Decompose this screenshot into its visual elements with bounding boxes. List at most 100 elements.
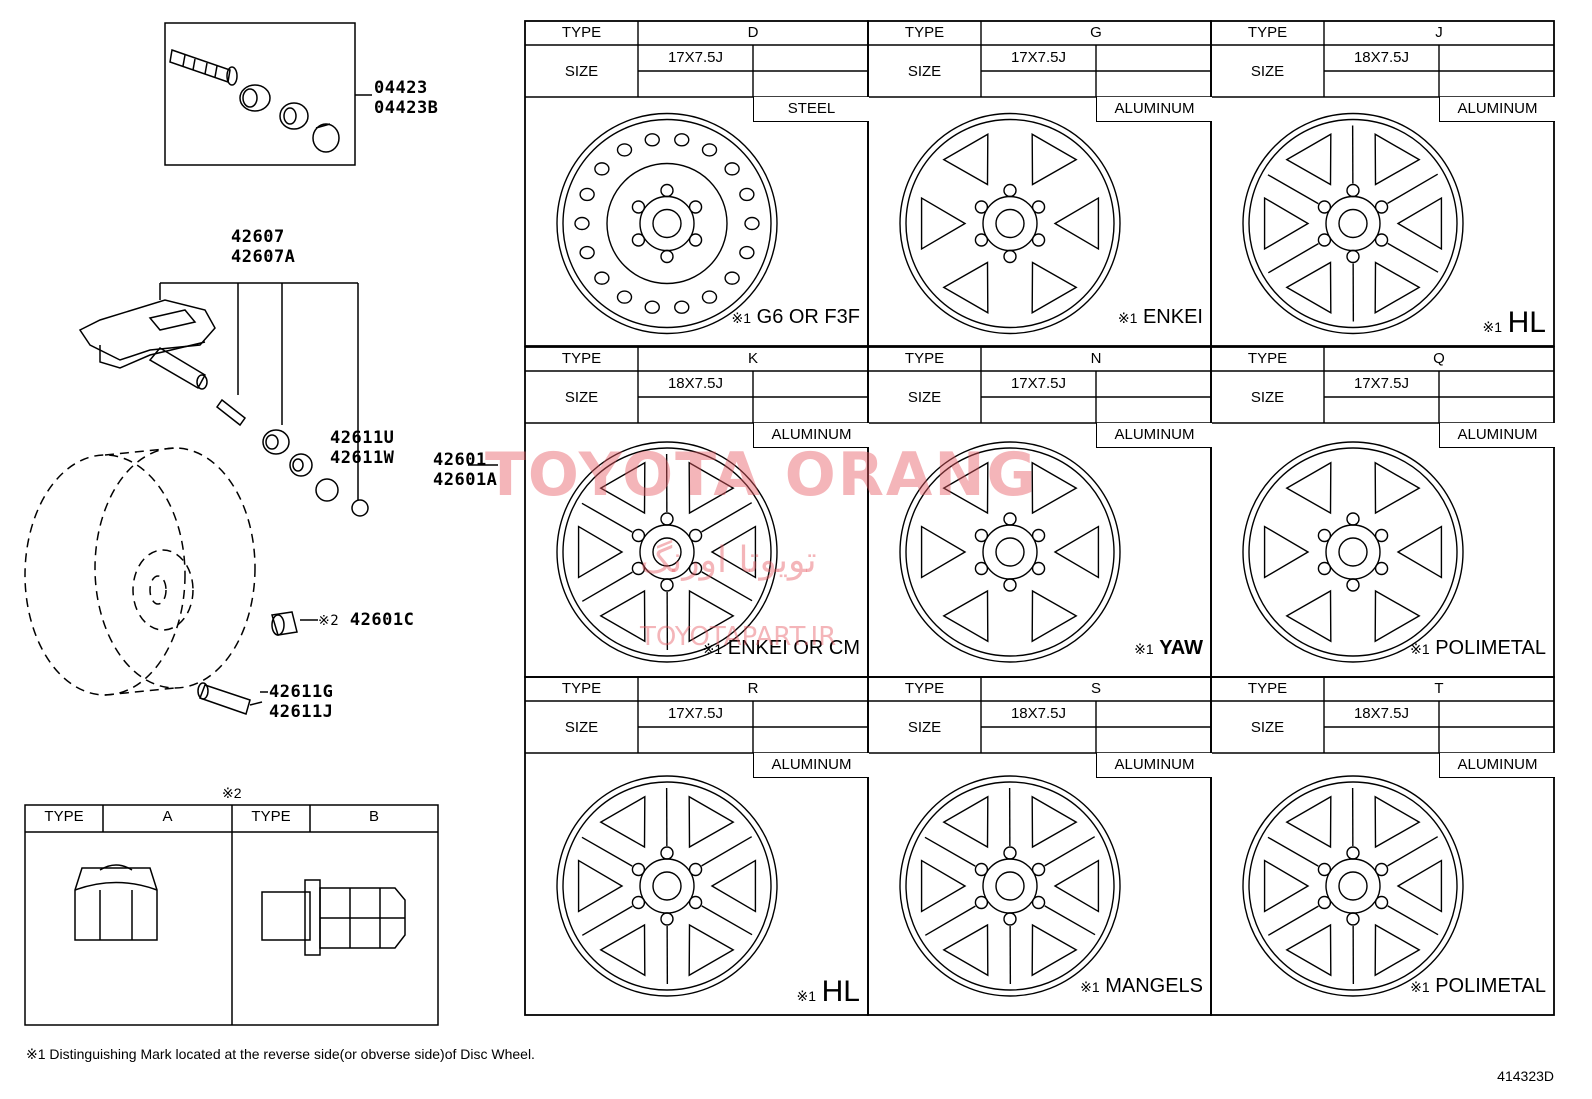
lug-hole (631, 233, 646, 247)
part-number: 42607 (231, 227, 285, 247)
mark-text: ENKEI OR CM (727, 637, 860, 659)
wheel-rim-inner (1248, 447, 1458, 657)
lug-hole (1346, 183, 1360, 198)
wheel-center-bore (652, 871, 682, 901)
spoke-window (599, 795, 646, 849)
type-label: TYPE (904, 350, 945, 367)
spoke-line (581, 836, 633, 867)
wheel-rim-inner (562, 118, 772, 329)
vent-hole (701, 290, 718, 304)
wheel-material: ALUMINUM (1096, 753, 1212, 778)
spoke-line (581, 502, 633, 533)
part-number: 42611U (330, 428, 395, 448)
disc-wheel-icon (899, 775, 1121, 997)
wheel-rim-inner (905, 781, 1115, 991)
wheel-center-bore (1338, 208, 1368, 239)
mark-text: G6 OR F3F (756, 306, 860, 328)
lug-hole (1003, 249, 1017, 264)
vent-hole (739, 245, 755, 260)
note-ref: ※1 (1117, 310, 1138, 326)
lug-hole (1031, 895, 1046, 910)
vent-hole (579, 187, 595, 202)
spoke-window (1263, 859, 1310, 913)
wheel-rim-inner (1248, 781, 1458, 991)
lug-hole (1346, 578, 1360, 592)
footnote: ※1 Distinguishing Mark located at the re… (26, 1046, 535, 1062)
lug-hole (1317, 528, 1332, 543)
lug-hole (1031, 200, 1046, 214)
wheel-size: 17X7.5J (1353, 375, 1410, 392)
spoke-window (1285, 461, 1332, 515)
spoke-window (942, 461, 989, 515)
lug-hole (974, 528, 989, 543)
distinguishing-mark: ※1 POLIMETAL (1410, 975, 1546, 998)
spoke-line (1387, 173, 1439, 204)
spoke-window (1396, 859, 1443, 913)
lug-hole (660, 578, 674, 592)
wheel-rim-inner (562, 781, 772, 991)
spoke-line (1044, 905, 1096, 936)
disc-wheel-icon (899, 112, 1121, 335)
type-label: TYPE (1247, 24, 1288, 41)
lug-hole (974, 862, 989, 877)
wheel-disc (606, 162, 728, 285)
wheel-hub (982, 524, 1038, 580)
spoke-window (1031, 461, 1078, 515)
note-ref: ※1 (796, 988, 817, 1004)
lug-hole (688, 895, 703, 910)
spoke-window (920, 196, 967, 251)
distinguishing-mark: ※1 POLIMETAL (1410, 637, 1546, 660)
wheel-material: STEEL (753, 97, 869, 122)
part-number-valve: 42611G 42611J (269, 682, 333, 722)
spoke-window (920, 859, 967, 913)
spoke-window (1053, 859, 1100, 913)
spoke-window (1374, 261, 1421, 315)
mark-text: MANGELS (1105, 975, 1203, 997)
wheel-size: 18X7.5J (1353, 49, 1410, 66)
disc-wheel-icon (556, 112, 778, 335)
spoke-window (688, 589, 735, 643)
size-label: SIZE (907, 719, 942, 736)
mark-text: ENKEI (1142, 306, 1203, 328)
wheel-type-code: N (1090, 350, 1102, 367)
wheel-material: ALUMINUM (1439, 753, 1555, 778)
mark-text: POLIMETAL (1435, 975, 1546, 997)
wheel-center-bore (1338, 871, 1368, 901)
wheel-cell-frame (1210, 20, 1555, 347)
spoke-window (599, 461, 646, 515)
mark-text: YAW (1159, 637, 1203, 659)
lug-hole (974, 561, 989, 576)
spoke-window (942, 923, 989, 977)
spoke-line (1267, 243, 1319, 274)
wheel-hub (1325, 524, 1381, 580)
wheel-cell-frame (1210, 676, 1555, 1016)
wheel-size: 17X7.5J (1010, 49, 1067, 66)
disc-wheel-icon (1242, 775, 1464, 997)
lug-hole (631, 200, 646, 214)
part-number: 04423 (374, 78, 428, 98)
part-number: 42611W (330, 448, 395, 468)
part-number-wheel: 42601 42601A (433, 450, 497, 490)
spoke-window (942, 589, 989, 643)
wheel-material: ALUMINUM (753, 753, 869, 778)
note-ref: ※1 (1134, 641, 1154, 657)
spoke-window (1374, 795, 1421, 849)
diagram-id: 414323D (1497, 1068, 1554, 1084)
note-ref: ※1 (702, 641, 723, 657)
lug-hole (660, 912, 674, 926)
spoke-line (701, 905, 753, 936)
spoke-window (577, 859, 624, 913)
lug-hole (1374, 561, 1389, 576)
spoke-window (1285, 132, 1332, 186)
spoke-window (1263, 196, 1310, 251)
vent-hole (724, 271, 740, 285)
part-number: 42607A (231, 247, 296, 267)
distinguishing-mark: ※1 G6 OR F3F (732, 306, 860, 329)
lug-hole (1374, 200, 1389, 214)
wheel-type-code: K (747, 350, 758, 367)
wheel-center-bore (995, 537, 1025, 567)
spoke-line (1267, 905, 1319, 936)
wheel-hub (982, 195, 1038, 252)
vent-hole (739, 187, 755, 202)
tpms-sensor-icon (78, 299, 247, 427)
